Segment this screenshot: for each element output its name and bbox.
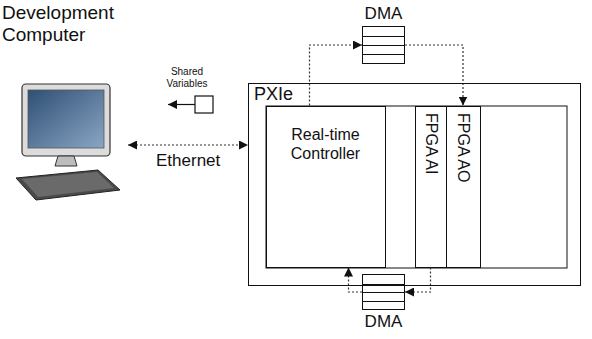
node-label: FPGA AI [422,113,440,174]
pxie-chassis: PXIeReal-time Controller FPGA AI FPGA AO [248,83,581,286]
dma-queue: DMA [362,26,405,64]
queue-row-line [363,284,404,285]
connector-label: Ethernet [154,151,222,171]
shared-variable-arrow [168,104,195,105]
queue-row-line [363,54,404,55]
monitor-frame [22,84,110,156]
data-link [349,268,363,293]
queue-row-line [363,45,404,46]
shared-variable-box [195,96,213,113]
node-label: FPGA AO [454,113,472,182]
controller-slot: Real-time Controller [266,106,386,268]
keyboard-keys [22,172,114,197]
computer-node: Development Computer [2,2,128,202]
slot-panel [266,106,567,268]
node-label: Real-time Controller [267,107,385,163]
queue-heading: DMA [341,4,426,24]
keyboard [16,170,120,200]
data-link [310,45,363,106]
data-link [405,45,463,106]
queue-heading: DMA [341,312,426,332]
monitor-screen [28,90,104,148]
shared-variables-label: Shared Variables [156,66,218,89]
queue-row-line [363,301,404,302]
monitor-stand [55,156,77,166]
queue-rows [363,275,404,309]
fpga-slot: FPGA AO [446,106,481,268]
chassis-label: PXIe [249,84,580,104]
data-link [405,268,431,293]
data-link [128,144,248,145]
queue-rows [363,27,404,63]
dma-queue: DMA [362,274,405,310]
queue-row-line [363,36,404,37]
fpga-slot: FPGA AI [415,106,447,268]
queue-row-line [363,292,404,293]
node-label: Development Computer [2,2,128,46]
